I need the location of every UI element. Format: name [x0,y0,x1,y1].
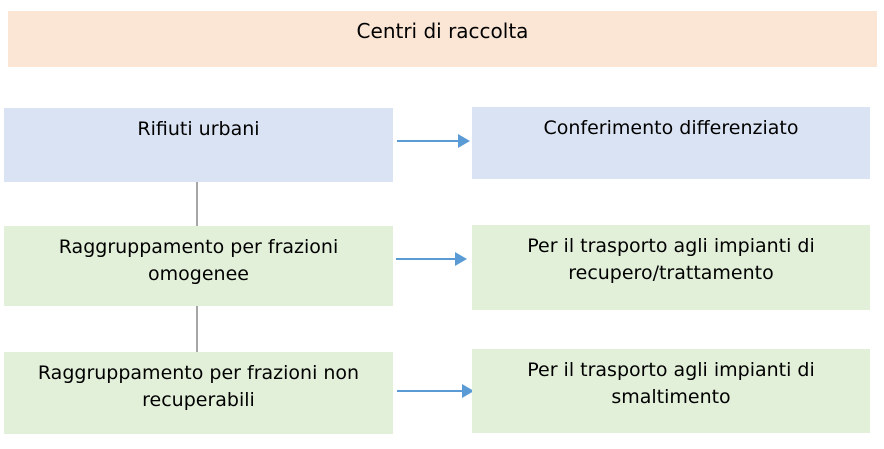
node-rifiuti-urbani: Rifiuti urbani [4,108,393,182]
vertical-connector-2 [196,306,198,352]
node-label: Conferimento differenziato [543,117,799,139]
node-trasporto-recupero-trattamento: Per il trasporto agli impianti di recupe… [472,225,870,310]
arrow-row3-icon [397,384,474,398]
diagram-title-banner: Centri di raccolta [8,11,877,67]
arrow-row2-icon [396,252,467,266]
arrow-head-icon [462,384,474,398]
node-label: Raggruppamento per frazioni omogenee [58,236,339,285]
node-raggruppamento-omogenee: Raggruppamento per frazioni omogenee [4,226,393,306]
node-label: Per il trasporto agli impianti di smalti… [527,359,815,408]
arrow-row1-icon [397,134,470,148]
node-label: Per il trasporto agli impianti di recupe… [527,235,815,284]
node-conferimento-differenziato: Conferimento differenziato [472,107,870,179]
arrow-head-icon [455,252,467,266]
node-label: Raggruppamento per frazioni non recupera… [37,362,360,411]
vertical-connector-1 [196,182,198,226]
node-trasporto-smaltimento: Per il trasporto agli impianti di smalti… [472,349,870,433]
diagram-title: Centri di raccolta [356,19,529,43]
node-raggruppamento-non-recuperabili: Raggruppamento per frazioni non recupera… [4,352,393,434]
node-label: Rifiuti urbani [137,118,260,140]
arrow-line [397,390,464,392]
arrow-line [396,258,457,260]
arrow-line [397,140,460,142]
arrow-head-icon [458,134,470,148]
